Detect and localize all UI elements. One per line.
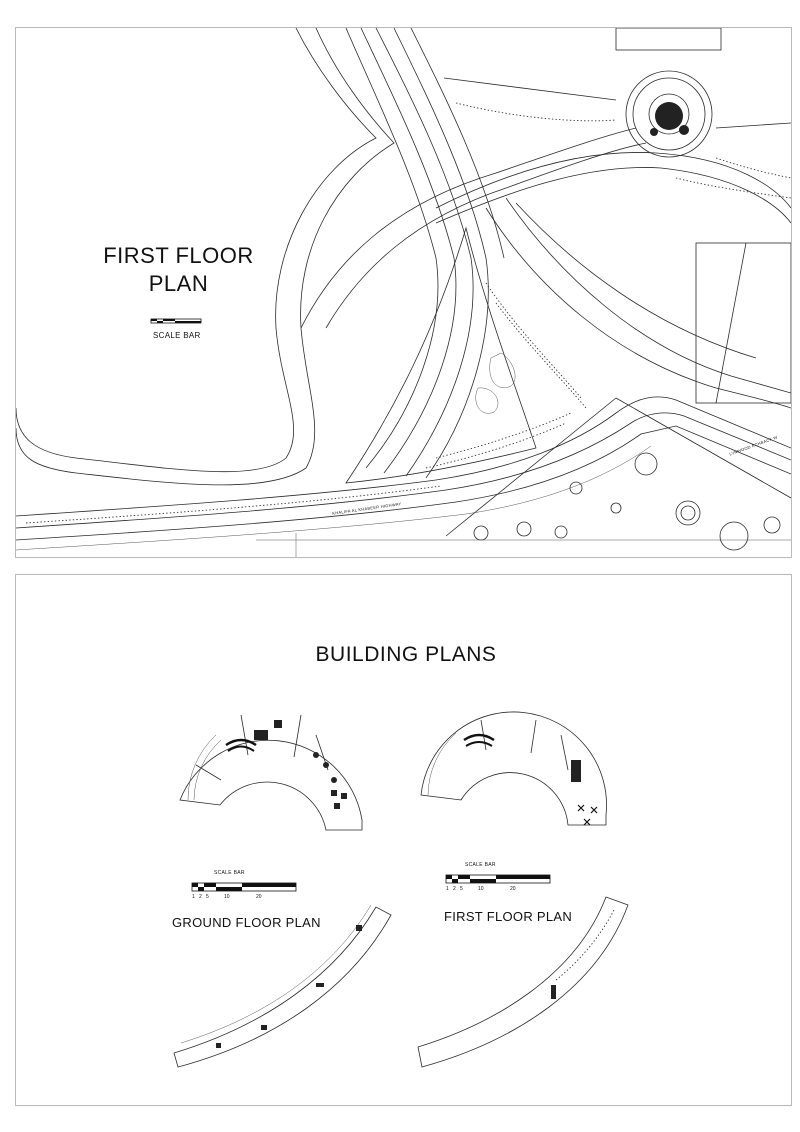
site-plan-drawing bbox=[16, 28, 791, 557]
scale-tick: 20 bbox=[256, 894, 262, 900]
site-plan-title: FIRST FLOOR PLAN bbox=[76, 242, 281, 298]
scale-tick: 10 bbox=[224, 894, 230, 900]
scale-tick: 10 bbox=[478, 886, 484, 892]
scale-bar-label-left: SCALE BAR bbox=[214, 870, 245, 876]
scale-tick: 5 bbox=[460, 886, 463, 892]
scale-tick: 2 bbox=[453, 886, 456, 892]
scale-tick: 1 bbox=[446, 886, 449, 892]
scale-tick: 2 bbox=[199, 894, 202, 900]
building-plans-drawing bbox=[173, 711, 629, 1068]
site-plan-sheet: FIRST FLOOR PLAN SCALE BAR KHALIFA AL KH… bbox=[15, 27, 792, 558]
scale-bar-label-right: SCALE BAR bbox=[465, 862, 496, 868]
ground-floor-plan-label: GROUND FLOOR PLAN bbox=[172, 915, 321, 930]
scale-tick: 5 bbox=[206, 894, 209, 900]
ground-floor-plan-arc bbox=[179, 714, 363, 831]
building-plans-title: BUILDING PLANS bbox=[315, 643, 497, 666]
scale-tick: 20 bbox=[510, 886, 516, 892]
scale-tick: 1 bbox=[192, 894, 195, 900]
building-plans-sheet: BUILDING PLANS GROUND FLOOR PLAN FIRST F… bbox=[15, 574, 792, 1106]
first-floor-plan-arc bbox=[420, 711, 607, 826]
site-plan-title-line1: FIRST FLOOR bbox=[103, 243, 254, 268]
first-floor-plan-label: FIRST FLOOR PLAN bbox=[444, 909, 573, 924]
scale-bar-label: SCALE BAR bbox=[153, 331, 201, 340]
site-plan-title-line2: PLAN bbox=[148, 271, 209, 296]
